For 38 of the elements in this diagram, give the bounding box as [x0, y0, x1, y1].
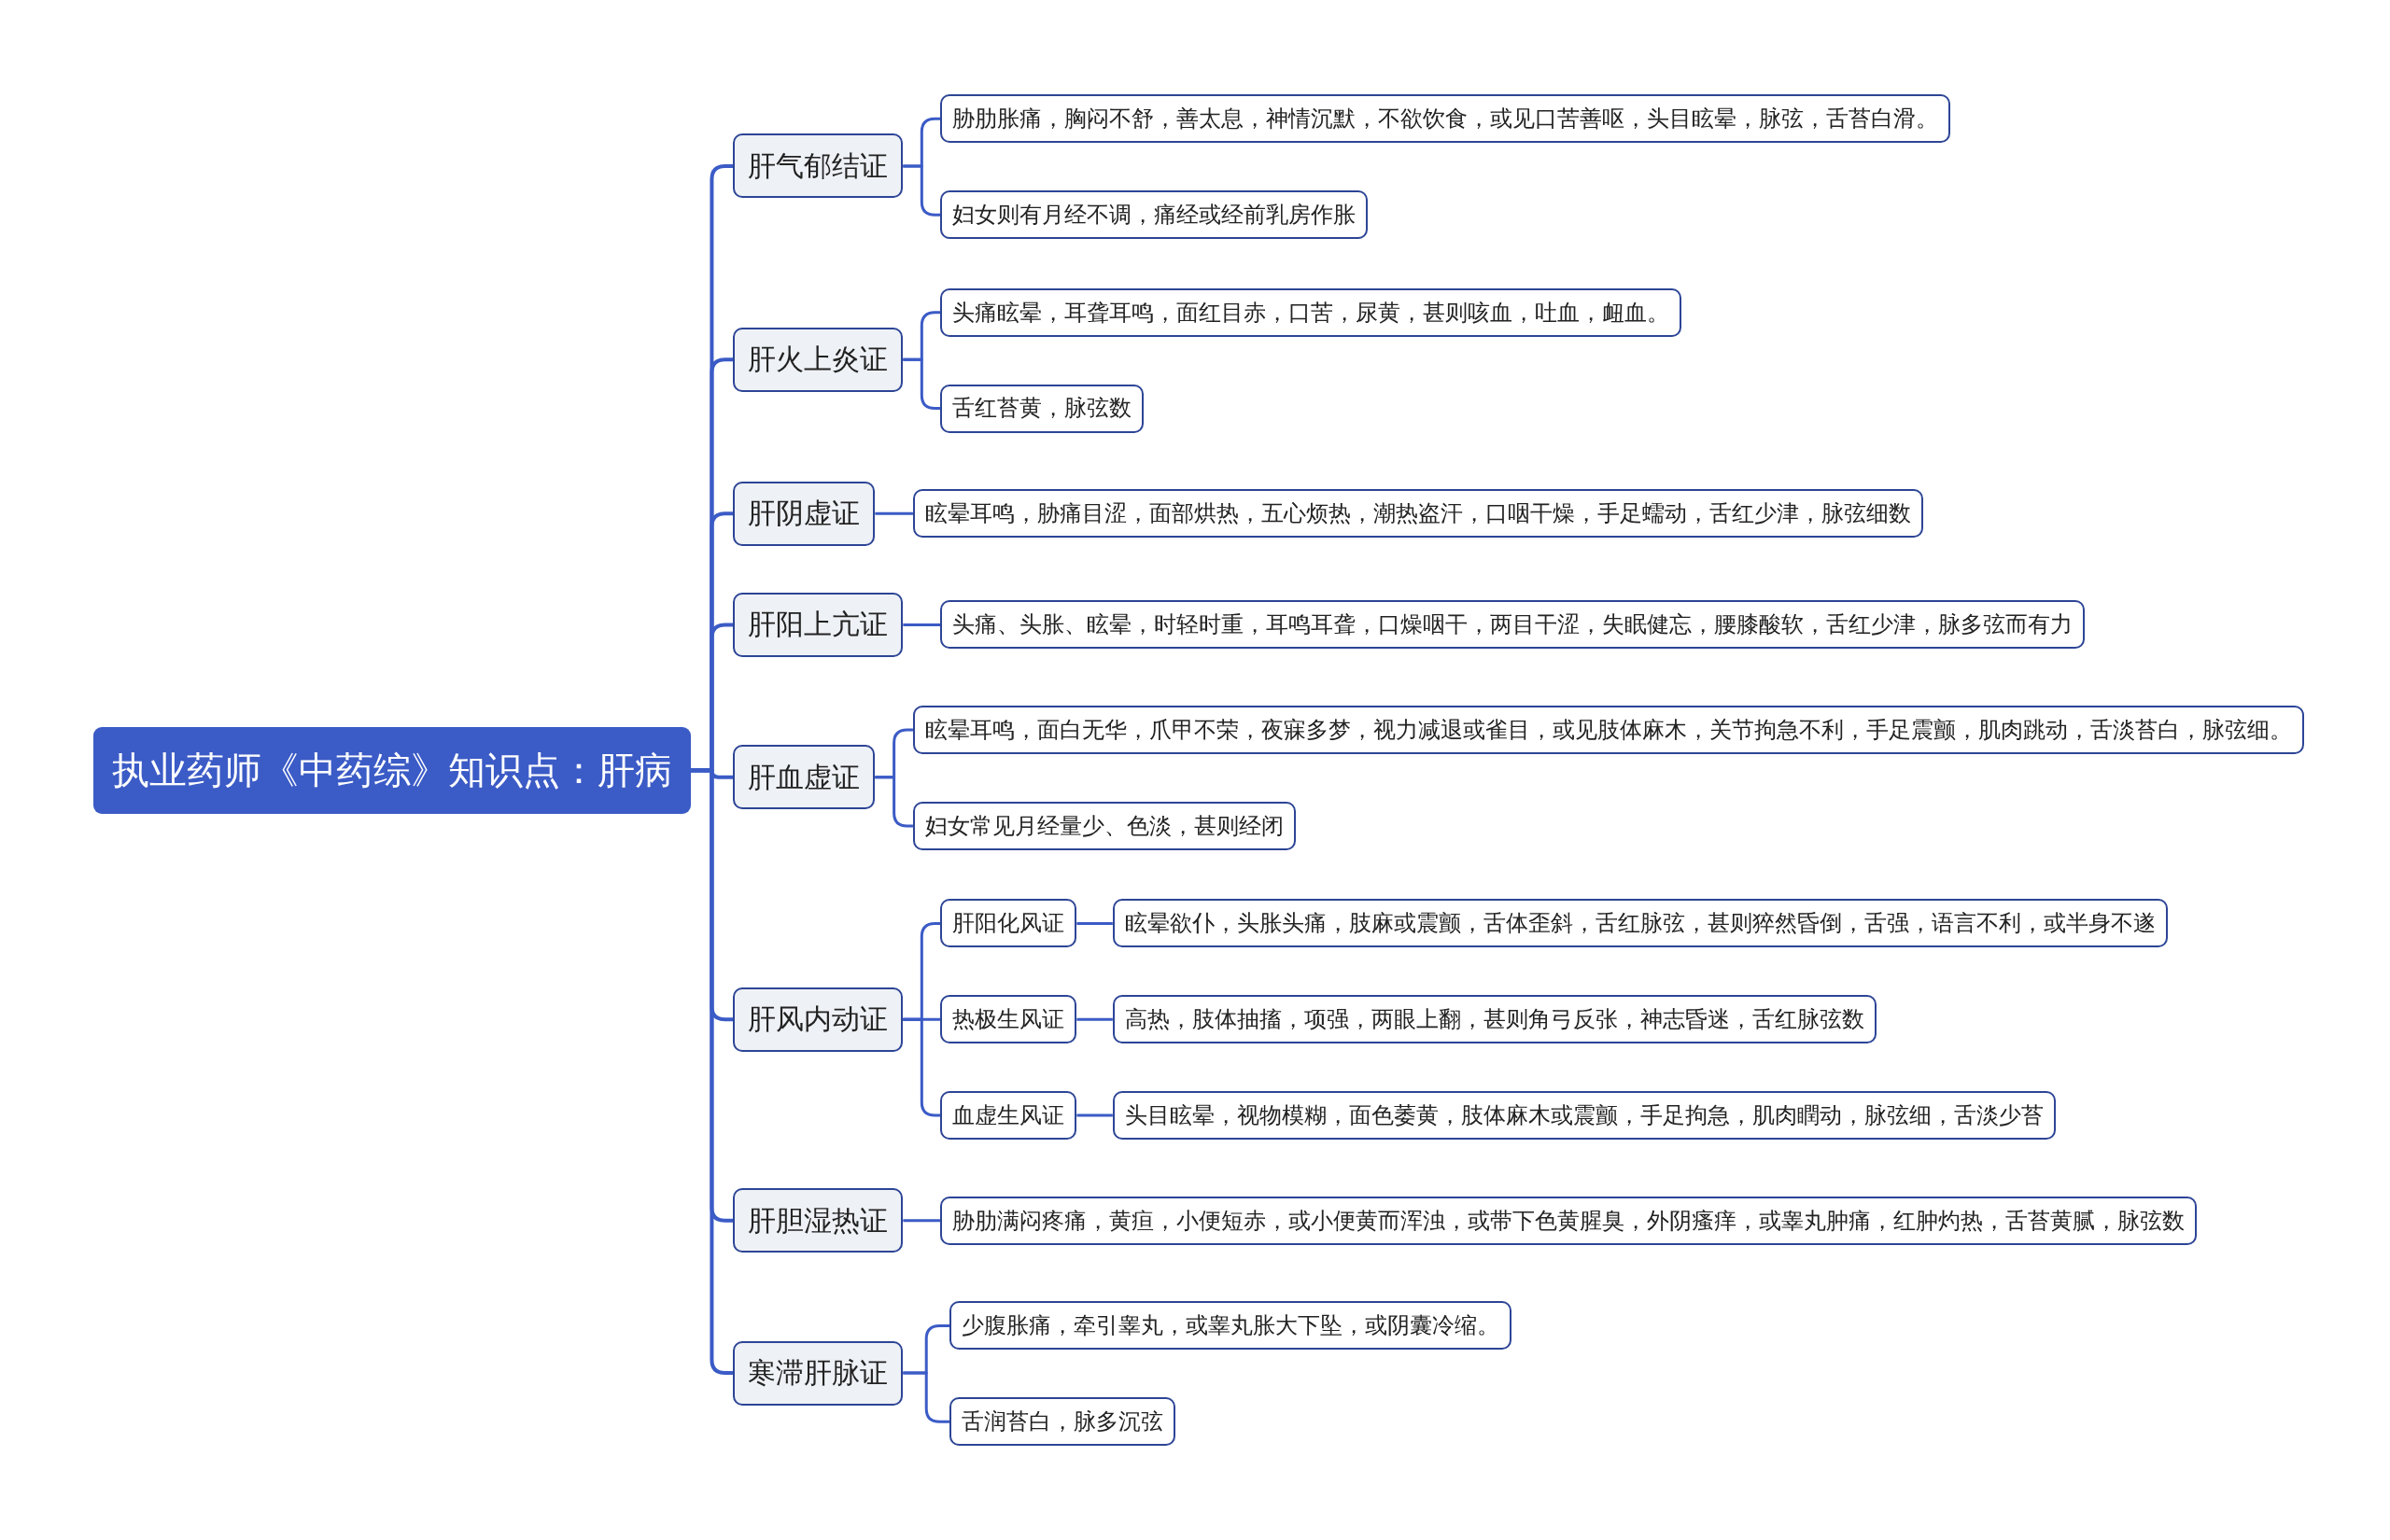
note-box: 头痛、头胀、眩晕，时轻时重，耳鸣耳聋，口燥咽干，两目干涩，失眠健忘，腰膝酸软，舌红少津，脉多弦而有力 — [940, 600, 2086, 650]
note-box: 眩晕耳鸣，胁痛目涩，面部烘热，五心烦热，潮热盗汗，口咽干燥，手足蠕动，舌红少津，脉弦细数 — [912, 489, 1923, 539]
connector-line — [875, 776, 913, 828]
subtopic-box: 热极生风证 — [940, 995, 1077, 1044]
connector-line — [690, 768, 734, 1375]
branch-box: 肝胆湿热证 — [733, 1188, 904, 1253]
topic-box: 执业药师《中药综》知识点：肝病 — [92, 726, 691, 814]
connector-line — [903, 623, 941, 626]
note-box: 眩晕欲仆，头胀头痛，肢麻或震颤，舌体歪斜，舌红脉弦，甚则猝然昏倒，舌强，语言不利，或半身不遂 — [1112, 899, 2168, 948]
note-box: 高热，肢体抽搐，项强，两眼上翻，甚则角弓反张，神志昏迷，舌红脉弦数 — [1112, 995, 1877, 1044]
note-box: 头目眩晕，视物模糊，面色萎黄，肢体麻木或震颤，手足拘急，肌肉瞤动，脉弦细，舌淡少苔 — [1112, 1091, 2056, 1141]
branch-box: 肝阴虚证 — [733, 481, 876, 546]
note-box: 舌润苔白，脉多沉弦 — [949, 1397, 1176, 1447]
connector-line — [1076, 1017, 1113, 1021]
connector-line — [903, 1017, 941, 1117]
note-box: 胁肋满闷疼痛，黄疸，小便短赤，或小便黄而浑浊，或带下色黄腥臭，外阴瘙痒，或睾丸肿痛，红肿灼热，舌苔黄腻，脉弦数 — [940, 1196, 2198, 1245]
connector-line — [1076, 1113, 1113, 1117]
branch-box: 肝阳上亢证 — [733, 592, 904, 657]
connector-line — [903, 1371, 950, 1423]
branch-box: 肝气郁结证 — [733, 133, 904, 199]
subtopic-box: 肝阳化风证 — [940, 899, 1077, 948]
connector-line — [875, 511, 913, 515]
note-box: 妇女则有月经不调，痛经或经前乳房作胀 — [940, 190, 1369, 240]
connector-line — [1076, 921, 1113, 925]
branch-box: 肝风内动证 — [733, 987, 904, 1052]
branch-box: 肝血虚证 — [733, 745, 876, 810]
branch-box: 肝火上炎证 — [733, 327, 904, 392]
subtopic-box: 血虚生风证 — [940, 1091, 1077, 1141]
note-box: 胁肋胀痛，胸闷不舒，善太息，神情沉默，不欲饮食，或见口苦善呕，头目眩晕，脉弦，舌苔白滑。 — [940, 94, 1951, 144]
note-box: 头痛眩晕，耳聋耳鸣，面红目赤，口苦，尿黄，甚则咳血，吐血，衄血。 — [940, 287, 1682, 337]
connector-line — [903, 164, 941, 217]
note-box: 眩晕耳鸣，面白无华，爪甲不荣，夜寐多梦，视力减退或雀目，或见肢体麻木，关节拘急不利，手足震颤，肌肉跳动，舌淡苔白，脉弦细。 — [912, 706, 2304, 755]
branch-box: 寒滞肝脉证 — [733, 1340, 904, 1406]
connector-line — [903, 1219, 941, 1223]
connector-line — [903, 357, 941, 411]
note-box: 舌红苔黄，脉弦数 — [940, 384, 1145, 433]
note-box: 妇女常见月经量少、色淡，甚则经闭 — [912, 801, 1296, 850]
note-box: 少腹胀痛，牵引睾丸，或睾丸胀大下坠，或阴囊冷缩。 — [949, 1301, 1512, 1351]
